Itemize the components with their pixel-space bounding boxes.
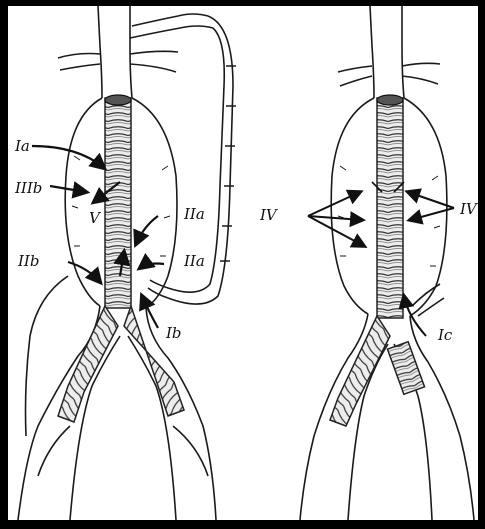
left-sac-wall-left	[65, 98, 102, 306]
left-sac-wall-right	[132, 98, 177, 308]
label-iiib: IIIb	[15, 181, 42, 196]
label-iib: IIb	[18, 254, 39, 269]
label-iia-inner: IIa	[184, 207, 205, 222]
label-v: V	[89, 211, 100, 226]
label-ia: Ia	[15, 139, 30, 154]
left-upper-aorta-wall-right	[130, 6, 132, 98]
left-upper-aorta-wall-left	[98, 6, 102, 98]
right-stent-graft	[330, 95, 425, 426]
label-iv-left: IV	[260, 208, 277, 223]
left-stent-graft	[58, 95, 184, 422]
label-ic: Ic	[438, 328, 452, 343]
endoleak-diagram	[8, 6, 478, 520]
label-ib: Ib	[166, 326, 182, 341]
label-iv-right: IV	[460, 202, 477, 217]
figure-panel: Ia IIIb V IIb IIa IIa Ib IV IV Ic	[8, 6, 478, 520]
left-endoleak-arrows	[32, 146, 164, 328]
label-iia-outer: IIa	[184, 254, 205, 269]
